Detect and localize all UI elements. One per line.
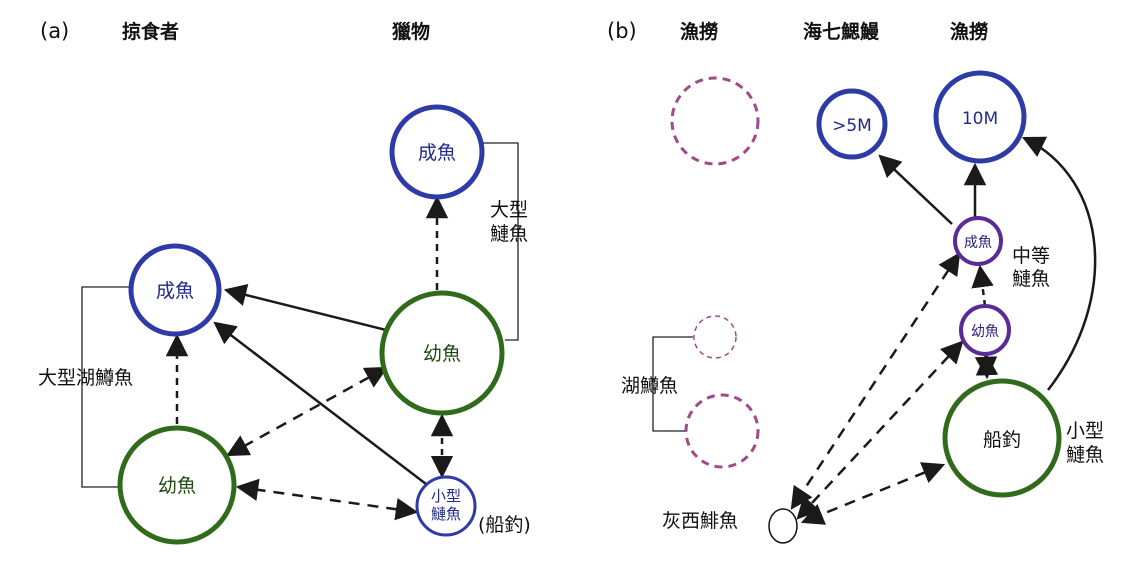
header-fishery-left: 漁撈 <box>680 20 718 43</box>
header-lamprey: 海七鰓鰻 <box>803 20 880 43</box>
header-fishery-right: 漁撈 <box>950 20 988 43</box>
header-predator: 掠食者 <box>122 20 179 43</box>
panel-b: (b) 漁撈 海七鰓鰻 漁撈 >5M 10M 成魚 幼魚 船釣 中等 鰱魚 <box>607 19 1104 544</box>
node-small-line2: 鰱魚 <box>431 505 461 523</box>
node-medium-adult <box>953 216 1003 266</box>
node-fishery-dashed <box>670 76 760 166</box>
node-alewife <box>768 508 798 544</box>
label-large-line2: 鰱魚 <box>490 223 528 245</box>
node-prey-juvenile <box>379 290 505 416</box>
arrow-juvenile-alewife <box>796 340 964 520</box>
node-predator-adult <box>128 243 222 337</box>
label-hatchery-note: (船釣) <box>478 514 531 536</box>
arrow-prey-juvenile-pred-juvenile <box>226 366 388 457</box>
panel-b-label: (b) <box>607 19 637 43</box>
label-lake-trout: 大型湖鱒魚 <box>38 367 133 389</box>
label-lake-trout-b: 湖鱒魚 <box>621 375 678 397</box>
header-prey: 獵物 <box>392 20 430 43</box>
label-small-line2: 鰱魚 <box>1066 444 1104 466</box>
node-fishery-10m-label: 10M <box>962 109 998 129</box>
bracket-large-alewife <box>482 142 519 341</box>
arrow-adult-to-lamprey <box>878 154 953 225</box>
node-small-alewife <box>415 475 477 537</box>
label-medium-line1: 中等 <box>1012 245 1050 267</box>
node-prey-juvenile-label: 幼魚 <box>423 343 461 365</box>
arrow-small-pred-juvenile <box>235 478 419 521</box>
node-prey-adult <box>389 104 485 200</box>
node-predator-juvenile-label: 幼魚 <box>158 475 196 497</box>
panel-a: (a) 掠食者 獵物 成魚 幼魚 成魚 幼魚 小型 鰱魚 大型湖鱒魚 大型 鰱魚… <box>38 19 531 545</box>
node-medium-juvenile <box>959 304 1011 356</box>
node-lake-trout-large-dashed <box>684 393 760 469</box>
node-prey-adult-label: 成魚 <box>418 142 456 164</box>
label-small-line1: 小型 <box>1066 420 1104 442</box>
arrow-juvenile-boat <box>974 352 999 380</box>
node-boat <box>942 378 1062 498</box>
arrow-prey-juvenile-to-pred-adult <box>223 283 387 332</box>
label-large-line1: 大型 <box>490 199 528 221</box>
bracket-lake-trout <box>81 286 131 488</box>
node-predator-juvenile <box>117 425 237 545</box>
panel-a-label: (a) <box>40 19 69 43</box>
node-medium-juvenile-label: 幼魚 <box>971 324 999 340</box>
label-medium-line2: 鰱魚 <box>1012 268 1050 290</box>
arrow-juvenile-to-adult <box>971 264 994 307</box>
arrow-boat-alewife <box>800 462 946 525</box>
node-fishery-10m <box>933 70 1027 164</box>
arrow-boat-to-fishery <box>1021 136 1097 391</box>
bracket-lake-trout-b <box>652 336 693 432</box>
node-boat-label: 船釣 <box>983 429 1021 451</box>
node-small-line1: 小型 <box>431 487 461 505</box>
node-lamprey-5m-label: >5M <box>832 116 872 136</box>
label-alewife: 灰西鯡魚 <box>662 510 738 532</box>
node-medium-adult-label: 成魚 <box>964 235 992 251</box>
node-predator-adult-label: 成魚 <box>156 280 194 302</box>
node-lamprey-5m <box>816 88 888 160</box>
node-lake-trout-small-dashed <box>693 315 737 359</box>
